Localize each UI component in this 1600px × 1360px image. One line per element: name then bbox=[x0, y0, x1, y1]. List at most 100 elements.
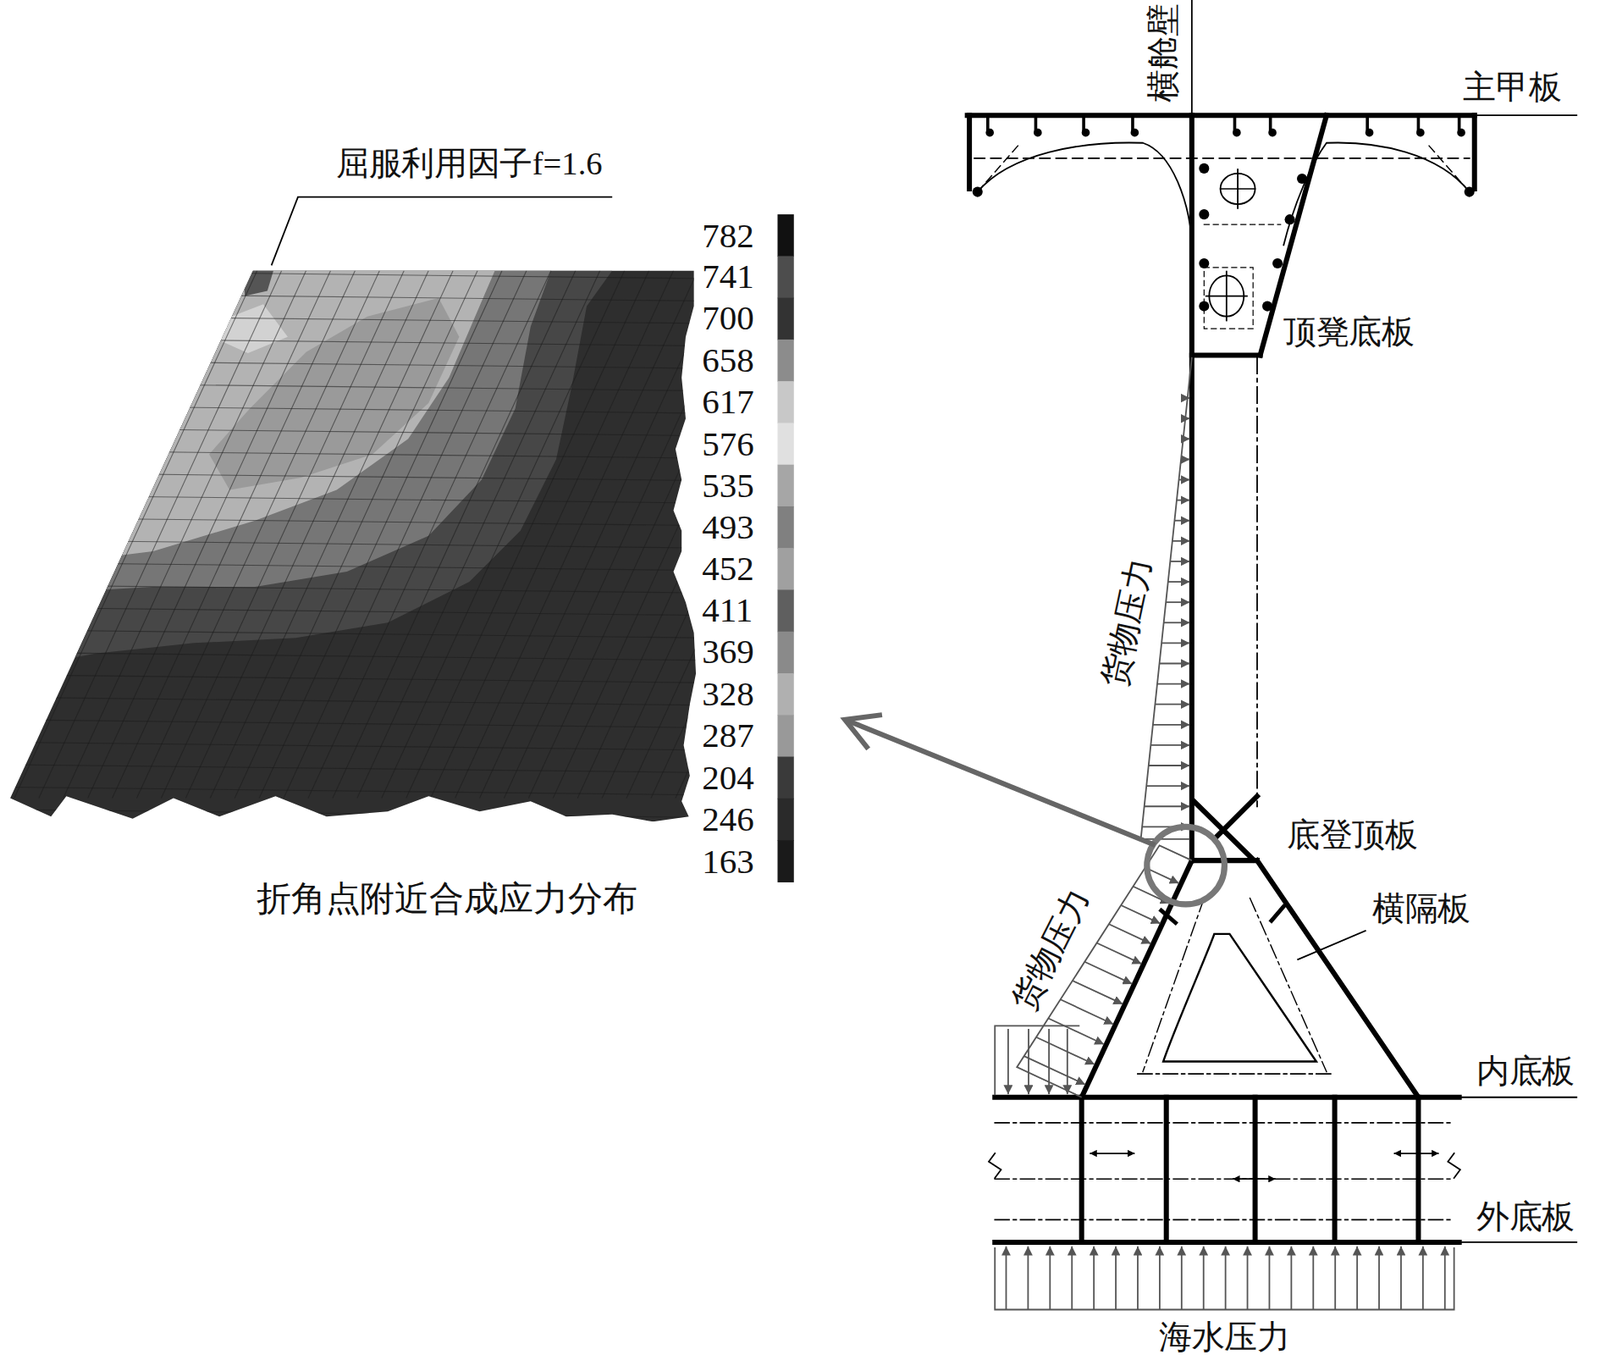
mesh-line bbox=[185, 270, 429, 798]
pressure-arrow bbox=[1024, 1055, 1086, 1085]
plate-line bbox=[966, 115, 972, 189]
load-envelope bbox=[994, 1246, 1454, 1310]
pressure-arrow bbox=[1048, 1018, 1104, 1045]
mesh-line bbox=[0, 270, 12, 798]
stiffener bbox=[1365, 128, 1374, 138]
pressure-arrow bbox=[1178, 479, 1190, 481]
legend-swatch bbox=[777, 214, 794, 257]
bracket-tick bbox=[1271, 905, 1284, 921]
stiffener bbox=[1456, 128, 1466, 138]
centre-line bbox=[1250, 898, 1327, 1072]
pressure-arrow bbox=[1400, 1246, 1402, 1310]
legend-swatch bbox=[777, 714, 794, 757]
mesh-line bbox=[0, 831, 715, 840]
plate-line bbox=[1079, 1097, 1085, 1242]
legend-swatch bbox=[777, 547, 794, 591]
part-name: 外底板 bbox=[1476, 1197, 1575, 1236]
centre-line bbox=[994, 1177, 1454, 1180]
mesh-line bbox=[724, 270, 968, 798]
part-name: 内底板 bbox=[1476, 1052, 1575, 1090]
mesh-line bbox=[259, 270, 503, 798]
mesh-line bbox=[63, 270, 307, 798]
plate-line bbox=[967, 112, 1475, 118]
legend-value: 163 bbox=[701, 843, 754, 878]
plate-line bbox=[1252, 1097, 1258, 1242]
stiffener bbox=[1285, 214, 1296, 225]
leader-line bbox=[271, 197, 613, 266]
part-name: 横舱壁 bbox=[1144, 4, 1182, 103]
pressure-arrow bbox=[1172, 540, 1191, 542]
mesh-line bbox=[0, 562, 715, 571]
reference-line bbox=[1459, 1241, 1578, 1243]
pressure-arrow bbox=[1097, 943, 1143, 965]
plate-line bbox=[994, 1094, 1459, 1100]
small-arrow bbox=[1089, 1152, 1135, 1154]
stiffener bbox=[1457, 115, 1462, 131]
mesh-line bbox=[455, 270, 699, 798]
stiffener bbox=[1232, 128, 1242, 138]
reference-line bbox=[1474, 114, 1578, 116]
mesh-line bbox=[577, 270, 821, 798]
contour-band bbox=[0, 254, 715, 837]
pressure-arrow bbox=[1148, 764, 1191, 767]
ship-section bbox=[967, 0, 1578, 1242]
load-label: 海水压力 bbox=[1158, 1318, 1290, 1356]
stiffener bbox=[1268, 128, 1277, 138]
plate-line bbox=[1164, 1097, 1170, 1242]
stiffener bbox=[1233, 115, 1237, 131]
mesh-line bbox=[38, 270, 282, 798]
plate-line bbox=[1332, 1097, 1338, 1242]
dashed-line bbox=[1426, 143, 1470, 193]
mesh-line bbox=[552, 270, 796, 798]
pressure-arrow bbox=[1060, 998, 1115, 1024]
stiffener bbox=[1296, 173, 1308, 184]
load-label: 货物压力 bbox=[1095, 554, 1159, 690]
pressure-arrow bbox=[1026, 1246, 1029, 1310]
mesh-line bbox=[0, 337, 715, 347]
stiffener bbox=[985, 128, 994, 138]
pressure-arrow bbox=[1070, 1246, 1073, 1310]
pressure-arrow bbox=[1356, 1246, 1358, 1310]
stiffener bbox=[1034, 115, 1038, 131]
legend-swatch bbox=[777, 798, 794, 841]
pressure-arrow bbox=[1108, 923, 1152, 944]
dashed-line bbox=[977, 143, 1021, 193]
mesh-line bbox=[0, 382, 715, 392]
pressure-arrow bbox=[1165, 601, 1190, 603]
mesh-line bbox=[675, 270, 919, 798]
bracket-tick bbox=[1161, 910, 1176, 922]
contour-band bbox=[40, 270, 613, 663]
reference-line bbox=[1459, 1096, 1578, 1098]
mesh-line bbox=[0, 629, 715, 639]
stiffener bbox=[1131, 115, 1135, 131]
legend-value: 328 bbox=[701, 676, 754, 712]
dashed-line bbox=[974, 157, 1470, 160]
plate-line bbox=[1472, 115, 1478, 189]
mesh-line bbox=[0, 651, 715, 661]
mesh-line bbox=[406, 270, 650, 798]
legend-swatch bbox=[777, 506, 794, 549]
mesh-line bbox=[0, 270, 135, 798]
bracket-end bbox=[972, 187, 983, 198]
mesh-line bbox=[430, 270, 674, 798]
pressure-arrow bbox=[1153, 723, 1191, 726]
pressure-arrow bbox=[1174, 519, 1190, 522]
pressure-arrow bbox=[1246, 1246, 1249, 1310]
mesh-line bbox=[0, 292, 715, 302]
stiffener bbox=[1365, 115, 1369, 131]
pressure-arrow bbox=[1120, 904, 1160, 924]
legend-value: 782 bbox=[701, 217, 754, 253]
pressure-arrow bbox=[1176, 499, 1191, 502]
callout-arrow bbox=[844, 714, 883, 749]
legend-value: 246 bbox=[701, 801, 754, 837]
part-name: 主甲板 bbox=[1462, 68, 1562, 106]
mesh-line bbox=[0, 741, 715, 751]
pressure-arrow bbox=[1185, 417, 1190, 420]
manhole bbox=[1220, 187, 1256, 189]
pressure-arrow bbox=[1048, 1246, 1051, 1310]
pressure-arrow bbox=[1378, 1246, 1380, 1310]
pressure-arrow bbox=[1202, 1246, 1205, 1310]
legend-value: 493 bbox=[701, 509, 754, 545]
pressure-arrow bbox=[1180, 458, 1190, 461]
pressure-arrow bbox=[1290, 1246, 1292, 1310]
